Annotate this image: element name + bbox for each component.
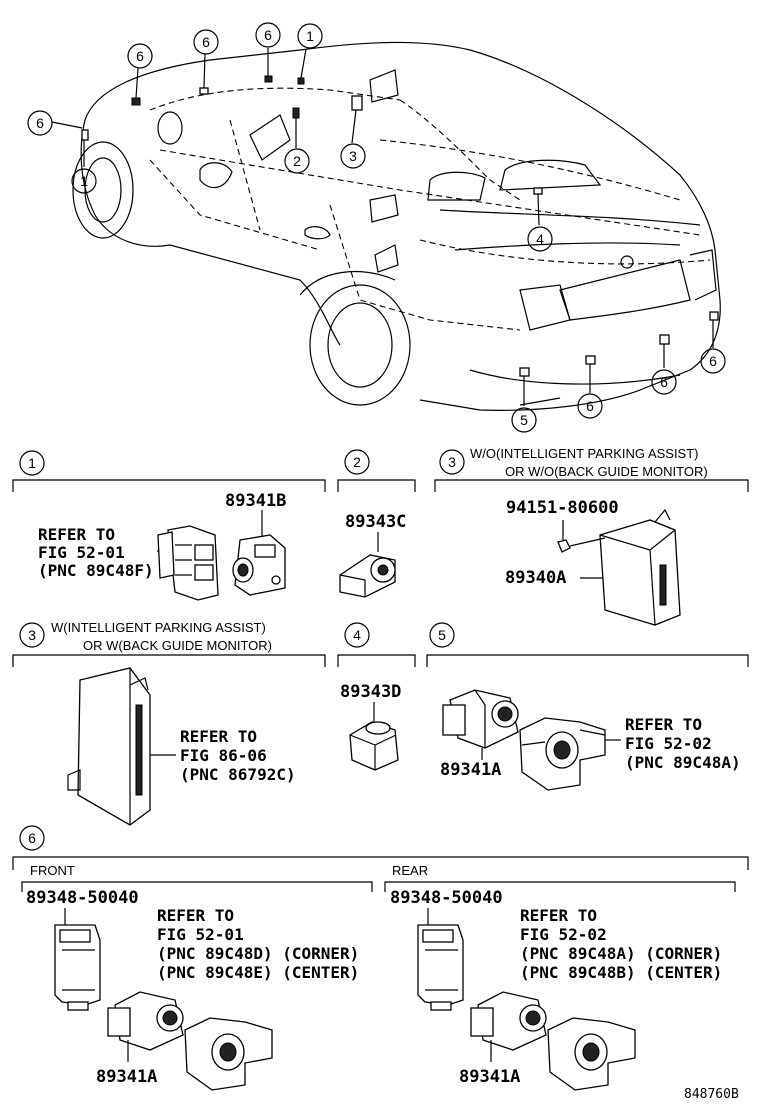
front-ref-line1: REFER TO <box>157 906 234 925</box>
s1-ref-line2: FIG 52-01 <box>38 543 125 562</box>
ecu-89340a-drawing <box>569 508 681 626</box>
section-3b: 3 W(INTELLIGENT PARKING ASSIST) OR W(BAC… <box>12 620 326 826</box>
section-1-number: 1 <box>28 455 36 471</box>
callout-6-g: 6 <box>700 348 726 374</box>
section-5: 5 REFER TO FIG 52-02 (PNC 89C48A) 89341A <box>426 622 749 791</box>
car-overview-illustration <box>51 41 721 411</box>
svg-text:6: 6 <box>36 115 44 131</box>
section-1: 1 89341B REFER TO FIG 52-01 (PNC 89C48F) <box>12 450 326 601</box>
s3b-ref-line3: (PNC 86792C) <box>180 765 296 784</box>
rear-sensor-drawing <box>470 991 547 1051</box>
callout-4: 4 <box>527 226 553 252</box>
section-2-number: 2 <box>353 454 361 470</box>
callout-6-b: 6 <box>193 29 219 55</box>
front-sensor-drawing <box>107 991 184 1051</box>
section-3a-number: 3 <box>448 454 456 470</box>
ecu-86792c-drawing <box>67 667 151 826</box>
section-4: 4 89343D <box>337 622 416 771</box>
rear-ref-line4: (PNC 89C48B) (CENTER) <box>520 963 722 982</box>
rear-ref-line2: FIG 52-02 <box>520 925 607 944</box>
sensor-89341a-drawing <box>442 689 519 749</box>
s5-ref-line2: FIG 52-02 <box>625 734 712 753</box>
part-89343c: 89343C <box>345 512 406 532</box>
callout-6-c: 6 <box>255 22 281 48</box>
svg-text:2: 2 <box>293 153 301 169</box>
section-6-number: 6 <box>28 830 36 846</box>
svg-text:5: 5 <box>520 412 528 428</box>
svg-text:6: 6 <box>264 27 272 43</box>
svg-text:6: 6 <box>709 353 717 369</box>
callout-3: 3 <box>340 143 366 169</box>
s1-ref-line3: (PNC 89C48F) <box>38 561 154 580</box>
callout-1-top: 1 <box>297 23 323 49</box>
rear-bezel-drawing <box>547 1017 636 1091</box>
sensor-89341b-drawing <box>232 510 286 596</box>
front-bezel-drawing <box>184 1017 273 1091</box>
front-sensor-part: 89341A <box>96 1067 157 1087</box>
svg-text:6: 6 <box>202 34 210 50</box>
s5-ref-line1: REFER TO <box>625 715 702 734</box>
front-ref-line2: FIG 52-01 <box>157 925 244 944</box>
bezel-89c48a-drawing <box>519 717 606 791</box>
connector-89343d-drawing <box>349 721 399 771</box>
sensor-bracket-drawing <box>157 525 219 601</box>
front-ref-line3: (PNC 89C48D) (CORNER) <box>157 944 359 963</box>
svg-text:4: 4 <box>536 231 544 247</box>
rear-sensor-part: 89341A <box>459 1067 520 1087</box>
rear-label: REAR <box>392 863 428 878</box>
front-label: FRONT <box>30 863 75 878</box>
figure-code: 848760B <box>684 1087 739 1102</box>
part-89340a: 89340A <box>505 568 566 588</box>
callout-6-f: 6 <box>651 369 677 395</box>
front-holder-drawing <box>54 924 101 1011</box>
callout-6-e: 6 <box>577 393 603 419</box>
s3b-ref-line1: REFER TO <box>180 727 257 746</box>
s3a-condition-line2: OR W/O(BACK GUIDE MONITOR) <box>505 464 708 479</box>
svg-text:6: 6 <box>136 48 144 64</box>
callout-1-left: 1 <box>71 168 97 194</box>
section-5-number: 5 <box>438 627 446 643</box>
section-2: 2 89343C <box>337 449 416 598</box>
svg-text:1: 1 <box>306 28 314 44</box>
callout-6-d: 6 <box>27 110 53 136</box>
part-89341a-s5: 89341A <box>440 760 501 780</box>
svg-text:1: 1 <box>80 173 88 189</box>
s3b-condition-line2: OR W(BACK GUIDE MONITOR) <box>83 638 272 653</box>
svg-text:6: 6 <box>586 398 594 414</box>
s1-ref-line1: REFER TO <box>38 525 115 544</box>
part-89341b: 89341B <box>225 491 286 511</box>
front-holder-part: 89348-50040 <box>26 888 139 908</box>
s5-ref-line3: (PNC 89C48A) <box>625 753 741 772</box>
connector-89343c-drawing <box>339 554 396 598</box>
rear-holder-drawing <box>417 924 464 1011</box>
rear-ref-line1: REFER TO <box>520 906 597 925</box>
svg-text:6: 6 <box>660 374 668 390</box>
section-3b-number: 3 <box>28 627 36 643</box>
part-89343d: 89343D <box>340 682 401 702</box>
bolt-drawing <box>557 539 571 553</box>
callout-6-a: 6 <box>127 43 153 69</box>
svg-text:3: 3 <box>349 148 357 164</box>
s3a-condition-line1: W/O(INTELLIGENT PARKING ASSIST) <box>470 446 699 461</box>
section-4-number: 4 <box>353 627 361 643</box>
part-94151-80600: 94151-80600 <box>506 498 619 518</box>
section-6: 6 FRONT 89348-50040 REFER TO FIG 52-01 (… <box>12 825 749 1091</box>
callout-2: 2 <box>284 148 310 174</box>
section-3a: 3 W/O(INTELLIGENT PARKING ASSIST) OR W/O… <box>434 446 749 626</box>
front-ref-line4: (PNC 89C48E) (CENTER) <box>157 963 359 982</box>
rear-ref-line3: (PNC 89C48A) (CORNER) <box>520 944 722 963</box>
s3b-condition-line1: W(INTELLIGENT PARKING ASSIST) <box>51 620 266 635</box>
callout-5: 5 <box>511 407 537 433</box>
rear-holder-part: 89348-50040 <box>390 888 503 908</box>
s3b-ref-line2: FIG 86-06 <box>180 746 267 765</box>
